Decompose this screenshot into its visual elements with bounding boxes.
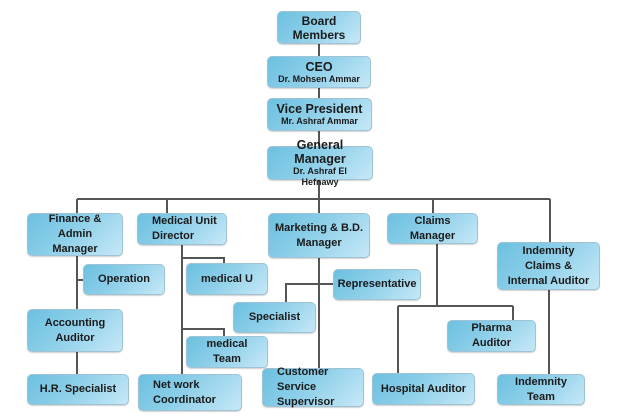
edge-medical-director-medical-u bbox=[182, 257, 225, 263]
node-title: Specialist bbox=[248, 311, 301, 323]
node-general-manager[interactable]: General Manager Dr. Ashraf El Hefnawy bbox=[267, 138, 373, 187]
node-hr-specialist[interactable]: H.R. Specialist bbox=[27, 374, 129, 405]
node-board-members[interactable]: Board Members bbox=[277, 11, 361, 44]
node-title: medical U bbox=[201, 272, 253, 285]
node-title: Operation bbox=[98, 273, 150, 285]
node-indemnity-team[interactable]: Indemnity Team bbox=[497, 374, 585, 405]
node-pharma-auditor[interactable]: Pharma Auditor bbox=[447, 320, 536, 352]
node-title: Claims Manager bbox=[409, 214, 456, 242]
node-medical-team[interactable]: medical Team bbox=[186, 336, 268, 368]
edge-claims-hospital bbox=[397, 305, 513, 374]
node-title: Customer Service Supervisor bbox=[277, 366, 335, 408]
node-specialist[interactable]: Specialist bbox=[233, 302, 316, 333]
node-title: Medical Unit Director bbox=[152, 215, 217, 242]
node-network-coordinator[interactable]: Net work Coordinator bbox=[138, 374, 242, 411]
node-title: CEO bbox=[305, 59, 333, 74]
node-title: Board Members bbox=[292, 13, 346, 42]
node-title: medical Team bbox=[206, 338, 248, 365]
node-title: Indemnity Team bbox=[515, 375, 567, 403]
node-title: Indemnity Claims & Internal Auditor bbox=[507, 244, 590, 287]
node-indemnity-claims-internal-auditor[interactable]: Indemnity Claims & Internal Auditor bbox=[497, 242, 600, 290]
node-title: Representative bbox=[337, 278, 417, 290]
node-title: Vice President bbox=[276, 102, 363, 116]
node-marketing-bd-manager[interactable]: Marketing & B.D. Manager bbox=[268, 213, 370, 258]
node-title: H.R. Specialist bbox=[39, 383, 117, 395]
node-title: General Manager bbox=[294, 138, 346, 166]
node-customer-service-supervisor[interactable]: Customer Service Supervisor bbox=[262, 366, 364, 408]
node-title: Accounting Auditor bbox=[44, 316, 106, 344]
node-representative[interactable]: Representative bbox=[333, 269, 421, 300]
edge-medical-director-medical-team bbox=[182, 328, 225, 336]
node-title: Pharma Auditor bbox=[471, 322, 512, 349]
node-subtitle: Mr. Ashraf Ammar bbox=[281, 116, 358, 126]
node-medical-unit-director[interactable]: Medical Unit Director bbox=[137, 213, 227, 245]
node-hospital-auditor[interactable]: Hospital Auditor bbox=[372, 373, 475, 405]
node-title: Marketing & B.D. Manager bbox=[275, 221, 364, 249]
node-finance-admin-manager[interactable]: Finance & Admin Manager bbox=[27, 213, 123, 256]
node-ceo[interactable]: CEO Dr. Mohsen Ammar bbox=[267, 56, 371, 88]
node-title: Finance & Admin Manager bbox=[48, 213, 102, 255]
node-claims-manager[interactable]: Claims Manager bbox=[387, 213, 478, 244]
edge-marketing-specialist bbox=[285, 283, 319, 302]
node-subtitle: Dr. Mohsen Ammar bbox=[278, 73, 360, 84]
node-medical-u[interactable]: medical U bbox=[186, 263, 268, 295]
node-operation[interactable]: Operation bbox=[83, 264, 165, 295]
node-accounting-auditor[interactable]: Accounting Auditor bbox=[27, 309, 123, 352]
node-title: Hospital Auditor bbox=[380, 382, 467, 395]
node-subtitle: Dr. Ashraf El Hefnawy bbox=[293, 166, 347, 187]
node-title: Net work Coordinator bbox=[153, 378, 216, 406]
node-vice-president[interactable]: Vice President Mr. Ashraf Ammar bbox=[267, 98, 372, 131]
